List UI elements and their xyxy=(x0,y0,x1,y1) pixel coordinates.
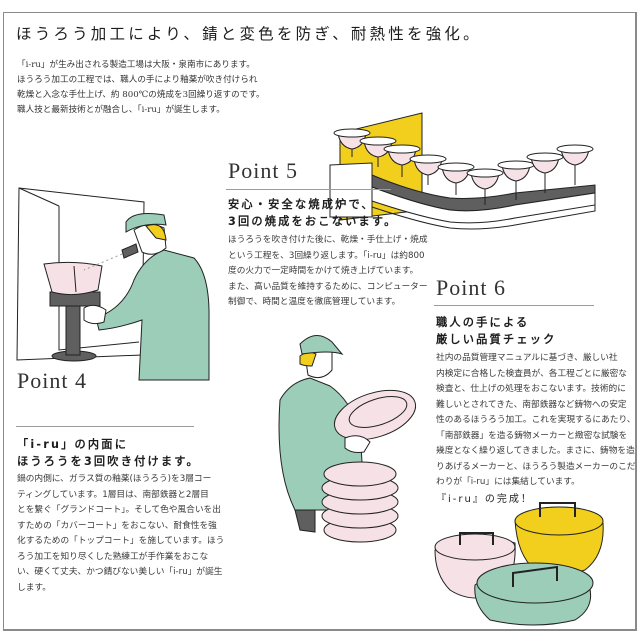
body-line: 化するための「トップコート」を施しています。ほう xyxy=(17,536,225,546)
body-line: 制御で、時間と温度を徹底管理しています。 xyxy=(228,297,401,307)
conveyor-rail xyxy=(371,186,596,224)
point-4-divider xyxy=(16,426,194,427)
worker-hand xyxy=(83,304,107,325)
kiln-pot xyxy=(556,144,594,185)
subtitle-line: 職人の手による xyxy=(436,316,530,329)
inspector-illustration xyxy=(278,335,417,543)
kiln-pot xyxy=(437,162,475,195)
worker-cap xyxy=(125,213,167,233)
worker-spraying-illustration xyxy=(16,187,210,381)
subtitle-line: ほうろうを3回吹き付けます。 xyxy=(17,455,200,468)
inspector-hand xyxy=(344,435,371,453)
pink-pot xyxy=(43,261,103,296)
body-line: すための「カバーコート」をおこない、耐食性を強 xyxy=(17,520,217,531)
body-line: 難しいとされてきた、南部鉄器など鋳物への安定 xyxy=(436,399,627,410)
kiln-pot xyxy=(383,144,421,177)
point-6-subtitle: 職人の手による 厳しい品質チェック xyxy=(436,314,557,348)
kiln-pot xyxy=(409,154,447,185)
completion-caption: 『i-ru』の完成！ xyxy=(436,494,533,505)
body-line: ティングしています。1層目は、南部鉄器と2層目 xyxy=(17,489,209,500)
body-line: また、高い品質を維持するために、コンピューター xyxy=(228,281,428,292)
body-line: 度の火力で一定時間をかけて焼き上げています。 xyxy=(228,266,419,276)
point-6-divider xyxy=(434,305,594,306)
subtitle-line: 「i-ru」の内面に xyxy=(17,438,129,451)
body-line: します。 xyxy=(17,582,51,593)
body-line: ほうろうを吹き付けた後に、乾燥・手仕上げ・焼成 xyxy=(228,235,428,245)
subtitle-line: 安心・安全な焼成炉で、 xyxy=(228,198,375,211)
body-line: い、硬くて丈夫、かつ錆びない美しい「i-ru」が誕生 xyxy=(17,567,223,577)
intro-line: 職人技と最新技術とが融合し、「i-ru」が誕生します。 xyxy=(17,105,225,115)
point-5-title: Point 5 xyxy=(228,158,298,183)
body-line: 内検定に合格した検査員が、各工程ごとに厳密な xyxy=(436,368,627,379)
kiln-pot xyxy=(466,168,504,205)
kiln-pot xyxy=(526,152,564,193)
stacked-pots xyxy=(321,461,399,543)
enamel-pots-on-rods xyxy=(333,128,594,205)
point-4-title: Point 4 xyxy=(17,368,87,393)
point-5-divider xyxy=(226,189,391,190)
body-line: とを繋ぐ「グランドコート」。そして色や風合いを出 xyxy=(17,505,221,515)
point-5-body: ほうろうを吹き付けた後に、乾燥・手仕上げ・焼成 という工程を、3回繰り返します。… xyxy=(228,233,428,311)
point-4-body: 鍋の内側に、ガラス質の釉薬(ほうろう)を3層コー ティングしています。1層目は、… xyxy=(17,472,224,596)
subtitle-line: 3回の焼成をおこないます。 xyxy=(228,215,398,228)
inspector-cap xyxy=(299,335,344,356)
kiln-conveyor-illustration xyxy=(329,112,596,230)
body-line: 性のあるほうろう加工。これを実現するにあたり、 xyxy=(436,415,636,425)
body-line: わりが「i-ru」には集結しています。 xyxy=(436,477,580,487)
intro-line: ほうろう加工の工程では、職人の手により釉薬が吹き付けられ xyxy=(17,75,258,85)
point-5-subtitle: 安心・安全な焼成炉で、 3回の焼成をおこないます。 xyxy=(228,196,398,230)
body-line: 幾度となく繰り返してきました。まさに、鋳物を造 xyxy=(436,446,635,456)
kiln-pot xyxy=(497,160,535,200)
body-line: という工程を、3回繰り返します。「i-ru」は約800 xyxy=(228,250,425,261)
point-6-body: 社内の品質管理マニュアルに基づき、厳しい社 内検定に合格した検査員が、各工程ごと… xyxy=(436,351,635,491)
headline: ほうろう加工により、錆と変色を防ぎ、耐熱性を強化。 xyxy=(16,25,482,43)
intro-line: 乾燥と入念な手仕上げ、約 800℃の焼成を3回繰り返すのです。 xyxy=(17,90,265,100)
point-6-title: Point 6 xyxy=(436,275,506,300)
body-line: 鍋の内側に、ガラス質の釉薬(ほうろう)を3層コー xyxy=(17,474,212,484)
spray-gun xyxy=(121,243,139,259)
turntable-post xyxy=(65,304,81,356)
finished-pots-illustration xyxy=(434,502,604,626)
body-line: 検査と、仕上げの処理をおこないます。技術的に xyxy=(436,384,626,394)
intro-paragraph: 「i-ru」が生み出される製造工場は大阪・泉南市にあります。 ほうろう加工の工程… xyxy=(17,58,265,118)
body-line: 「南部鉄器」を造る鋳物メーカーと緻密な試験を xyxy=(436,430,628,441)
body-line: 社内の品質管理マニュアルに基づき、厳しい社 xyxy=(436,353,618,363)
body-line: りあげるメーカーと、ほうろう製造メーカーのこだ xyxy=(436,461,636,472)
kiln-white-panel xyxy=(329,162,373,218)
body-line: ろう加工を知り尽くした熟練工が手作業をおこな xyxy=(17,551,209,562)
intro-line: 「i-ru」が生み出される製造工場は大阪・泉南市にあります。 xyxy=(17,60,255,70)
point-4-subtitle: 「i-ru」の内面に ほうろうを3回吹き付けます。 xyxy=(17,436,200,470)
subtitle-line: 厳しい品質チェック xyxy=(436,333,557,346)
